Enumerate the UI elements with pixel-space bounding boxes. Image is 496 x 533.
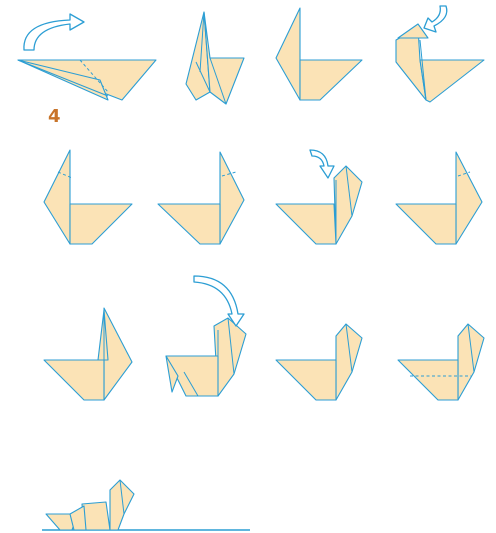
fold-step-9 <box>44 308 132 400</box>
curved-arrow-fold-down <box>194 276 244 326</box>
curved-arrow-fold-over <box>24 14 84 50</box>
curved-arrow-head-fold <box>424 6 447 32</box>
fold-step-10 <box>166 276 246 396</box>
fold-step-8 <box>396 152 482 244</box>
fold-step-7 <box>276 150 362 244</box>
fold-step-6 <box>158 152 244 244</box>
fold-step-12 <box>398 324 484 400</box>
fold-step-1 <box>18 14 156 100</box>
fold-step-11 <box>276 324 362 400</box>
finished-swan <box>42 480 250 530</box>
fold-step-5 <box>44 150 132 244</box>
fold-step-2 <box>186 12 244 104</box>
fold-step-3 <box>276 8 362 100</box>
fold-step-4 <box>396 6 484 102</box>
curved-arrow-head-fold <box>310 150 334 178</box>
